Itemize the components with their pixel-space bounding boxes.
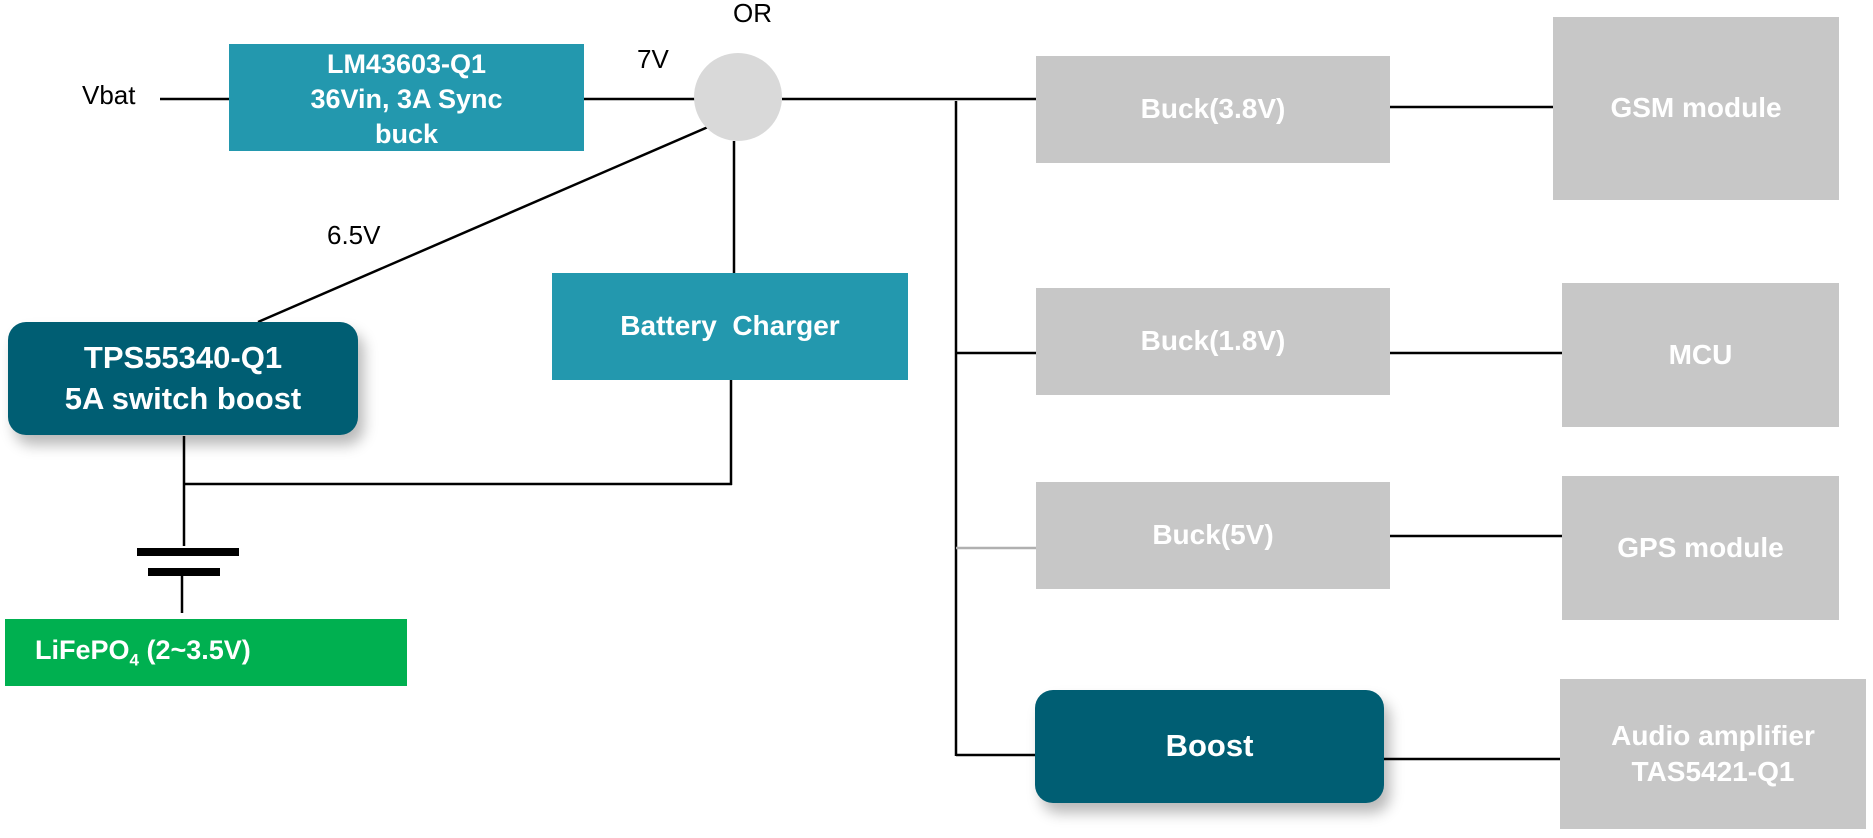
audio-amplifier-line-1: Audio amplifier [1611, 719, 1815, 751]
gps-module-block: GPS module [1562, 476, 1839, 620]
gps-module-label: GPS module [1617, 531, 1784, 563]
mcu-block: MCU [1562, 283, 1839, 427]
audio-amplifier-line-2: TAS5421-Q1 [1631, 756, 1795, 787]
lm43603-line-3: buck [374, 119, 438, 150]
battery-charger-block: Battery Charger [552, 273, 908, 380]
battery-voltage-range: (2~3.5V) [138, 635, 251, 666]
wire-or-tps55340 [257, 125, 709, 324]
buck-1-8v-label: Buck(1.8V) [1140, 325, 1286, 357]
gsm-module-label: GSM module [1610, 92, 1782, 124]
boost-block: Boost [1035, 690, 1384, 803]
boost-label: Boost [1165, 728, 1254, 764]
lm43603-block: LM43603-Q1 36Vin, 3A Sync buck [229, 44, 584, 151]
buck-1-8v-block: Buck(1.8V) [1036, 288, 1390, 395]
or-node [694, 53, 782, 141]
buck-3-8v-label: Buck(3.8V) [1140, 93, 1286, 125]
tps55340-line-2: 5A switch boost [64, 380, 302, 416]
battery-charger-label: Battery Charger [620, 310, 840, 342]
battery-label: LiFePO4 (2~3.5V) [35, 633, 251, 671]
battery-chem-prefix: LiFePO [35, 635, 130, 666]
gsm-module-block: GSM module [1553, 17, 1839, 200]
lm43603-line-1: LM43603-Q1 [326, 48, 487, 79]
lm43603-line-2: 36Vin, 3A Sync [310, 83, 503, 114]
battery-long-plate [137, 548, 239, 556]
buck-3-8v-block: Buck(3.8V) [1036, 56, 1390, 163]
or-label: OR [733, 0, 772, 28]
battery-chem-subscript: 4 [129, 650, 139, 670]
tps55340-line-1: TPS55340-Q1 [83, 340, 283, 376]
buck-5v-label: Buck(5V) [1152, 519, 1274, 551]
battery-short-plate [148, 568, 220, 576]
voltage-6-5v-label: 6.5V [327, 220, 381, 250]
buck-5v-block: Buck(5V) [1036, 482, 1390, 589]
battery-block: LiFePO4 (2~3.5V) [5, 619, 407, 686]
audio-amplifier-block: Audio amplifier TAS5421-Q1 [1560, 679, 1866, 829]
voltage-7v-label: 7V [637, 44, 669, 74]
vbat-label: Vbat [82, 80, 136, 110]
tps55340-block: TPS55340-Q1 5A switch boost [8, 322, 358, 435]
mcu-label: MCU [1668, 338, 1733, 370]
